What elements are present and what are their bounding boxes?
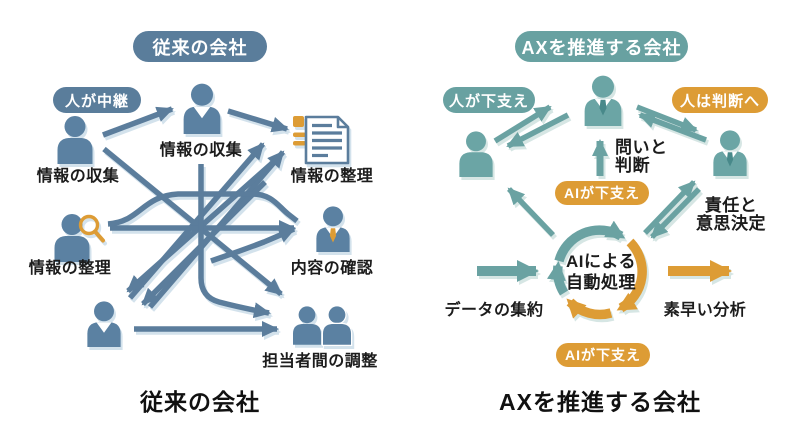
- arrow: [650, 187, 701, 239]
- person-suit-icon: [316, 206, 350, 252]
- label-collect-tc: 情報の収集: [159, 142, 243, 159]
- label-ai-auto: AIによる 自動処理: [541, 251, 661, 293]
- arrow: [102, 106, 174, 138]
- people-pair-icon: [293, 305, 353, 346]
- ai-cycle-arrows-icon: [546, 220, 647, 320]
- person-icon: [459, 131, 493, 177]
- label-coordinate: 担当者間の調整: [262, 353, 378, 370]
- arrow: [210, 226, 296, 264]
- arrow: [141, 180, 267, 306]
- ai-support-mid-pill: AIが下支え: [555, 181, 649, 205]
- human-judgment-pill: 人は判断へ: [672, 87, 768, 113]
- label-collect-tl: 情報の収集: [36, 168, 120, 185]
- cycle-arc: [566, 298, 613, 320]
- arrow-curve: [107, 191, 299, 227]
- left-panel-graphics: [54, 83, 353, 347]
- right-caption: AXを推進する会社: [499, 389, 701, 415]
- label-ai-auto-line2: 自動処理: [566, 273, 636, 292]
- tie-icon: [599, 99, 607, 116]
- label-organize-ml: 情報の整理: [28, 260, 112, 277]
- arrow: [507, 187, 555, 237]
- collaboration-arrows: [493, 104, 707, 239]
- tangled-arrows: [102, 106, 299, 337]
- right-panel-graphics: [459, 75, 747, 320]
- label-responsibility: 責任と 意思決定: [661, 197, 800, 233]
- label-inquiry-line1: 問いと: [615, 138, 668, 157]
- person-suit-icon: [87, 301, 121, 347]
- arrow: [102, 146, 283, 297]
- magnifier-icon: [78, 214, 105, 243]
- ai-support-bottom-pill: AIが下支え: [556, 343, 650, 367]
- label-inquiry: 問いと 判断: [615, 139, 668, 175]
- arrow: [227, 108, 289, 133]
- tie-icon: [329, 228, 337, 243]
- document-icon: [293, 115, 350, 165]
- label-organize-doc: 情報の整理: [290, 168, 374, 185]
- arrow: [198, 164, 271, 319]
- label-data-aggregation: データの集約: [444, 302, 544, 319]
- cycle-arc: [546, 261, 569, 296]
- right-title-pill: AXを推進する会社: [515, 31, 688, 62]
- label-confirm: 内容の確認: [290, 260, 374, 277]
- label-fast-analysis: 素早い分析: [663, 302, 747, 319]
- arrow: [636, 104, 698, 133]
- person-suit-icon: [183, 83, 221, 135]
- arrow: [638, 112, 707, 143]
- person-icon: [54, 214, 105, 262]
- human-support-pill: 人が下支え: [443, 87, 535, 113]
- cycle-arc: [554, 220, 626, 263]
- left-caption: 従来の会社: [140, 389, 260, 415]
- relay-pill: 人が中継: [53, 87, 141, 113]
- arrow: [506, 112, 570, 149]
- arrow: [493, 104, 552, 144]
- label-responsibility-line1: 責任と: [704, 196, 758, 215]
- cycle-arc: [616, 238, 647, 313]
- person-icon: [57, 116, 93, 164]
- label-ai-auto-line1: AIによる: [566, 252, 636, 271]
- person-suit-icon: [713, 130, 747, 176]
- left-title-pill: 従来の会社: [133, 31, 267, 62]
- tie-icon: [726, 152, 734, 167]
- person-suit-icon: [584, 75, 622, 127]
- label-inquiry-line2: 判断: [615, 156, 650, 175]
- label-responsibility-line2: 意思決定: [696, 214, 766, 233]
